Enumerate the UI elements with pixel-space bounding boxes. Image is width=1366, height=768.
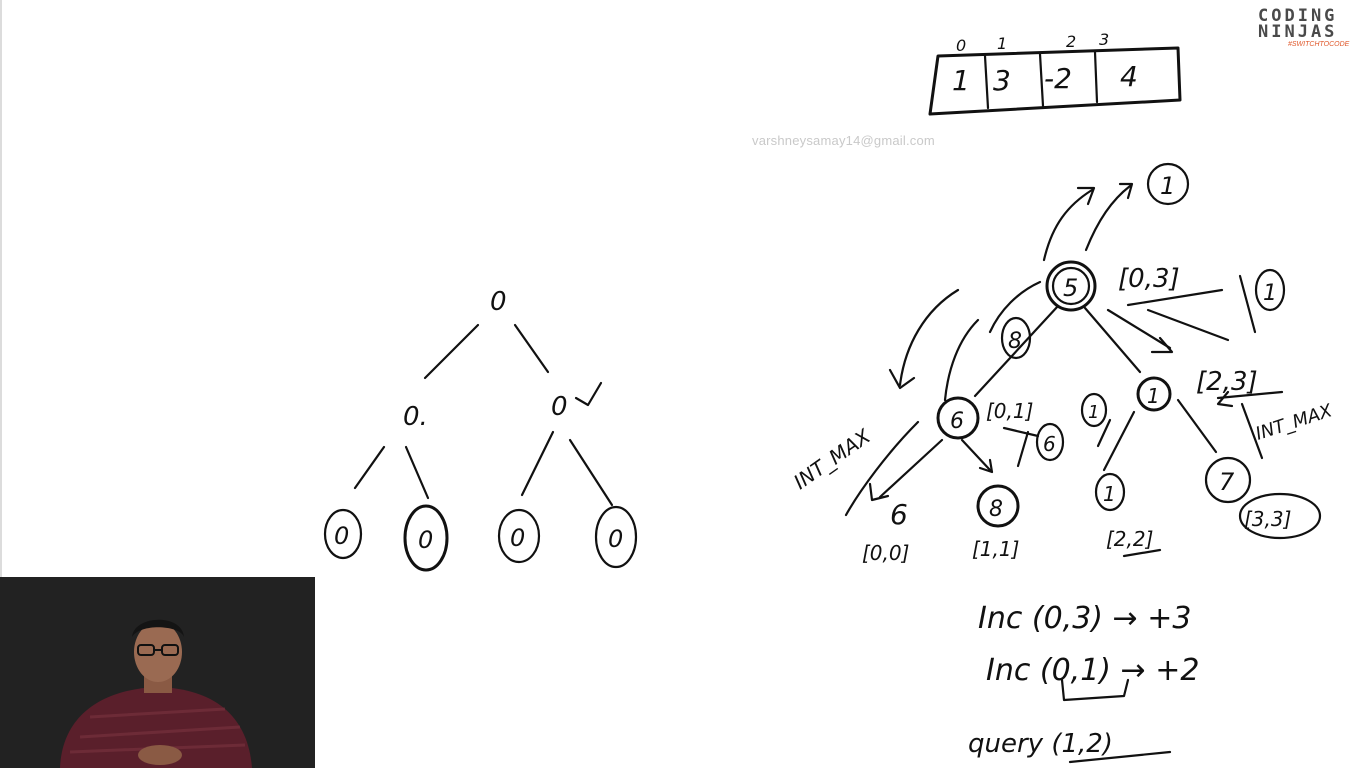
array-value: 1 [952,64,970,97]
range-label: [0,0] [862,541,909,565]
brand-logo: CODING NINJAS #SWITCHTOCODE [1258,6,1358,49]
tree-leaf: 0 [510,524,525,552]
email-watermark: varshneysamay14@gmail.com [752,133,935,148]
tree-node: 1 [1088,402,1099,423]
logo-line1: CODING [1258,6,1338,26]
range-label: [0,3] [1118,264,1180,294]
array-value: 3 [993,64,1011,97]
presenter-image [0,577,315,768]
tree-node: 6 [1043,432,1056,456]
tree-node: 0 [551,392,568,422]
operation-line: query (1,2) [968,729,1113,759]
array-index: 0 [956,36,966,55]
check-mark [574,381,603,407]
array-diagram: 0 1 2 3 1 3 -2 4 [928,30,1182,116]
tree-node: 0. [403,402,428,432]
tree-node: 1 [1263,281,1277,306]
array-index: 1 [997,34,1007,53]
range-label: [3,3] [1244,507,1291,531]
webcam-feed [0,577,315,768]
operation-line: Inc (0,1) → +2 [986,653,1199,688]
array-index: 2 [1066,32,1076,51]
array-value: 4 [1120,60,1138,93]
array-index: 3 [1099,30,1109,49]
tree-leaf: 6 [890,498,908,531]
logo-line2: NINJAS [1258,22,1338,42]
range-label: [2,2] [1106,527,1153,551]
tree-leaf: 0 [334,522,349,550]
range-label: [1,1] [972,537,1019,561]
tree-leaf: 0 [418,526,433,554]
tree-node: 0 [490,287,507,317]
operation-line: Inc (0,3) → +3 [978,601,1191,636]
int-max-label: INT_MAX [789,423,876,494]
segment-tree: 1 5 [0,3] 1 8 6 [0,1] 6 INT_M [789,162,1335,565]
int-max-label: INT_MAX [1253,400,1335,445]
tree-leaf: 0 [608,525,623,553]
logo-tagline: #SWITCHTOCODE [1288,41,1350,48]
tree-leaf: 8 [989,497,1003,522]
left-tree: 0 0. 0 0 0 0 0 [323,287,638,572]
tree-leaf: 7 [1219,468,1235,496]
tree-node: 5 [1063,274,1078,302]
tree-node: 1 [1147,384,1160,408]
tree-node: 1 [1160,172,1175,200]
tree-leaf: 1 [1103,482,1116,506]
range-label: [0,1] [986,399,1033,423]
operations-list: Inc (0,3) → +3 Inc (0,1) → +2 query (1,2… [968,601,1199,764]
tree-node: 6 [950,409,964,434]
board-edge [0,0,2,577]
edge-label: 8 [1008,329,1022,354]
array-value: -2 [1044,62,1072,95]
